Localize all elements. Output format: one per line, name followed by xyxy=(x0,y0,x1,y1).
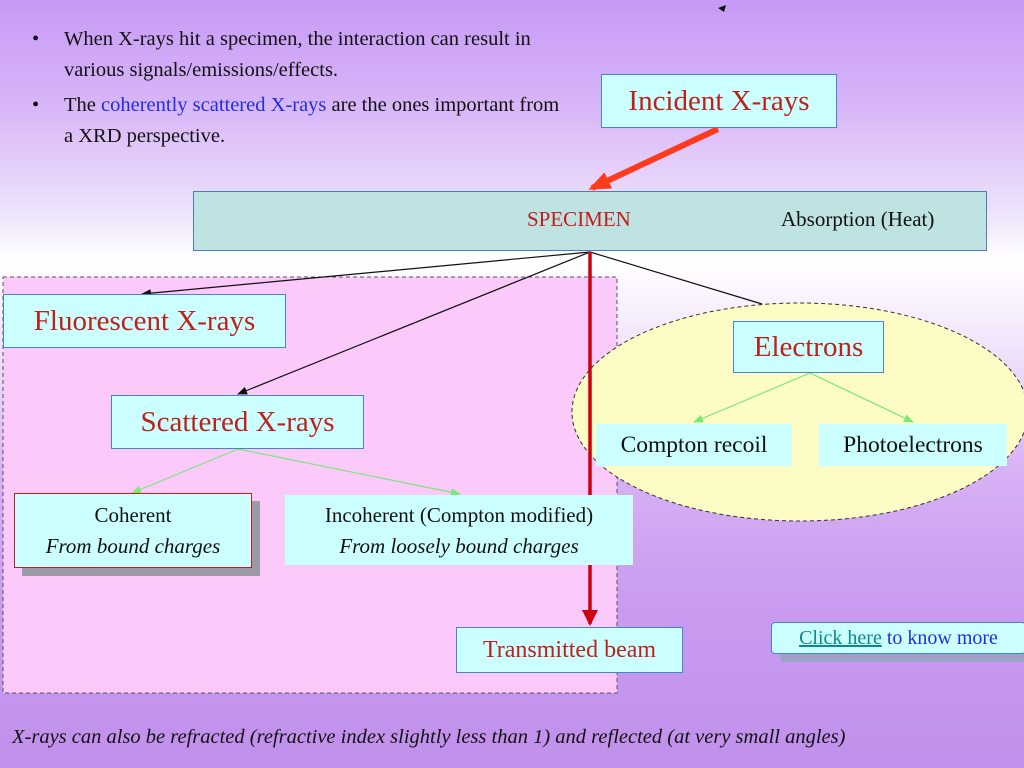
fluorescent-xrays-box: Fluorescent X-rays xyxy=(3,294,286,348)
coherent-title: Coherent xyxy=(94,503,172,527)
footnote: X-rays can also be refracted (refractive… xyxy=(12,726,846,748)
photoelectrons-box: Photoelectrons xyxy=(819,424,1007,466)
incident-xrays-box: Incident X-rays xyxy=(601,74,837,128)
specimen-label: SPECIMEN xyxy=(527,207,631,231)
click-here-link[interactable]: Click here xyxy=(799,627,882,649)
bullet-2: The coherently scattered X-rays are the … xyxy=(32,90,572,152)
highlight-phrase: coherently scattered X-rays xyxy=(101,94,327,116)
coherent-box: Coherent From bound charges xyxy=(14,493,252,568)
compton-recoil-box: Compton recoil xyxy=(596,424,792,466)
transmitted-beam-box: Transmitted beam xyxy=(456,627,683,673)
know-more-button[interactable]: Click here to know more xyxy=(771,622,1024,654)
scattered-xrays-box: Scattered X-rays xyxy=(111,395,364,449)
incoherent-box: Incoherent (Compton modified) From loose… xyxy=(285,495,633,565)
electrons-ellipse xyxy=(571,302,1024,522)
specimen-bar xyxy=(193,191,987,251)
coherent-subtitle: From bound charges xyxy=(45,534,221,558)
bullet-1: When X-rays hit a specimen, the interact… xyxy=(32,24,572,86)
absorption-label: Absorption (Heat) xyxy=(781,207,935,231)
intro-bullets: When X-rays hit a specimen, the interact… xyxy=(32,24,572,156)
incoherent-title: Incoherent (Compton modified) xyxy=(324,503,594,527)
electrons-box: Electrons xyxy=(733,321,884,373)
incoherent-subtitle: From loosely bound charges xyxy=(339,534,579,558)
know-more-text: to know more xyxy=(881,627,998,649)
